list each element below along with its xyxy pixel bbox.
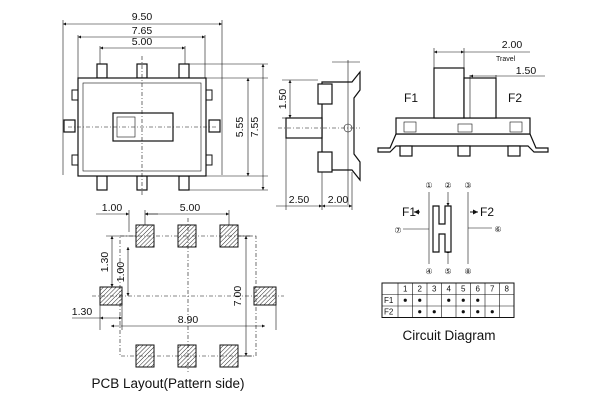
dim-inner-label: 5.00: [132, 36, 153, 48]
circuit-symbol: ① ② ③ ④ ⑤ ⑧ ⑦ ⑥ F1 F2: [394, 181, 501, 276]
pcb-dim-row-pitch-label: 1.30: [99, 252, 111, 273]
pin-3-label: ③: [464, 181, 471, 190]
terminal-top-1: [96, 63, 108, 79]
side-terminal-bottom: [317, 151, 333, 173]
top-view: 9.50 7.65 5.00 5.55 7.55: [62, 11, 268, 195]
actuator-position-f1: [433, 67, 465, 119]
position-f2-label: F2: [508, 91, 522, 105]
table-column-header: 6: [476, 285, 481, 294]
arrow-f1-label: F1: [402, 205, 416, 219]
dim-height-inner-label: 5.55: [234, 117, 246, 138]
travel-label: Travel: [496, 56, 516, 63]
pcb-layout: 1.00 5.00 1.30 1.00 7.00 1.30 8.90 PCB L…: [72, 202, 284, 391]
side-view: 1.50 2.50 2.00: [276, 60, 361, 210]
position-f1-label: F1: [404, 91, 418, 105]
pcb-dim-offset-label: 1.00: [102, 202, 123, 214]
side-tab-left: [63, 119, 76, 133]
table-contact-dot: [432, 310, 436, 314]
table-contact-dot: [418, 298, 422, 302]
pin-1-label: ①: [425, 181, 432, 190]
table-row-label: F2: [384, 308, 394, 317]
circuit-diagram-caption: Circuit Diagram: [402, 328, 495, 343]
slider-contact: [432, 205, 452, 253]
side-dim-right-label: 2.00: [328, 194, 349, 206]
side-dim-left-label: 2.50: [289, 194, 310, 206]
dim-mid-label: 7.65: [132, 25, 153, 37]
table-contact-dot: [461, 298, 465, 302]
table-contact-dot: [403, 298, 407, 302]
dim-overall-label: 9.50: [132, 11, 153, 23]
pcb-dim-side-pad-label: 1.30: [72, 306, 93, 318]
table-column-header: 8: [505, 285, 510, 294]
side-terminal-top: [317, 83, 333, 105]
terminal-bottom-1: [96, 175, 108, 191]
pin-7-label: ⑦: [394, 226, 401, 235]
side-tab-right: [208, 119, 221, 133]
pcb-dim-pitch-label: 5.00: [180, 202, 201, 214]
table-column-header: 1: [403, 285, 408, 294]
arrow-f2-label: F2: [480, 205, 494, 219]
table-contact-dot: [418, 310, 422, 314]
dim-travel-label: 2.00: [502, 39, 523, 51]
table-column-header: 7: [490, 285, 495, 294]
table-row-label: F1: [384, 296, 394, 305]
pin-2-label: ②: [444, 181, 451, 190]
terminal-bottom-3: [178, 175, 190, 191]
terminal-top-3: [178, 63, 190, 79]
table-contact-dot: [447, 298, 451, 302]
front-view: 2.00 Travel 1.50 F1 F2: [377, 39, 549, 157]
table-contact-dot: [476, 310, 480, 314]
table-contact-dot: [461, 310, 465, 314]
table-column-header: 2: [418, 285, 423, 294]
table-column-header: 4: [447, 285, 452, 294]
pcb-dim-horizontal-label: 8.90: [178, 314, 199, 326]
pin-4-label: ④: [425, 267, 432, 276]
pcb-layout-caption: PCB Layout(Pattern side): [91, 376, 244, 391]
pin-8-label: ⑧: [464, 267, 471, 276]
table-contact-dot: [490, 310, 494, 314]
table-column-header: 5: [461, 285, 466, 294]
table-column-header: 3: [432, 285, 437, 294]
actuator-position-f2: [463, 77, 497, 119]
dim-actuator-label: 1.50: [516, 65, 537, 77]
pcb-dim-row-pitch-inner-label: 1.00: [115, 262, 127, 283]
table-contact-dot: [476, 298, 480, 302]
pin-6-label: ⑥: [494, 225, 501, 234]
pcb-dim-vertical-label: 7.00: [232, 286, 244, 307]
side-actuator: [285, 117, 323, 139]
side-dim-height-label: 1.50: [277, 89, 289, 110]
dim-height-outer-label: 7.55: [249, 117, 261, 138]
pin-5-label: ⑤: [444, 267, 451, 276]
